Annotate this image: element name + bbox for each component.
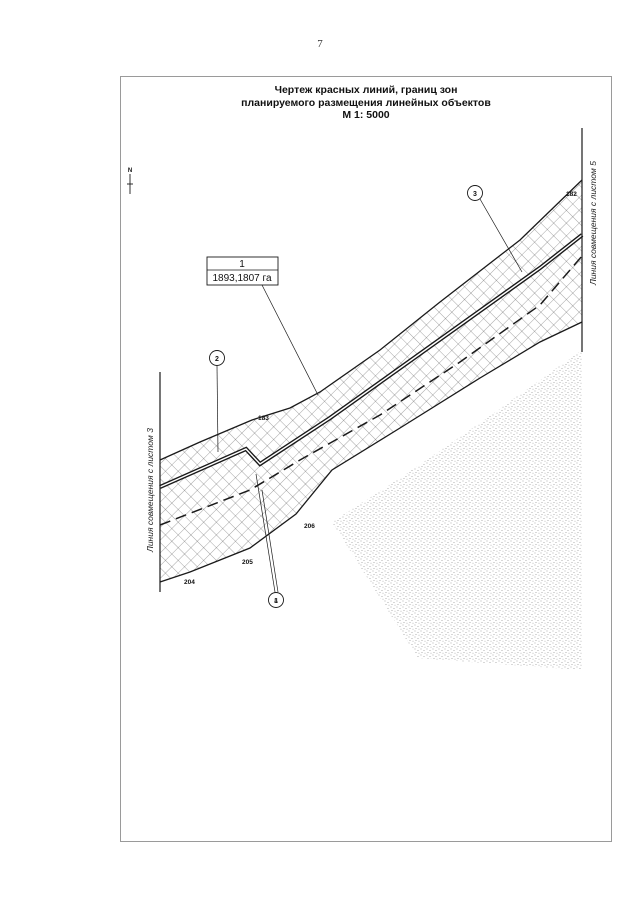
north-arrow-label: N (128, 168, 132, 174)
callout-2: 2 (209, 350, 225, 453)
callout-2-number: 2 (215, 356, 219, 363)
callout-1-4-circle (268, 592, 284, 608)
zone-leader-line (261, 284, 319, 396)
drawing-title: Чертеж красных линий, границ зон планиру… (120, 84, 612, 122)
linear-object-inner (159, 234, 583, 488)
callout-3-leader (479, 198, 523, 273)
zone-upper-boundary (159, 179, 583, 461)
hatched-zone (160, 180, 582, 582)
zone-lower-boundary (159, 321, 583, 583)
stippled-territory (332, 350, 582, 670)
callout-1-leader (255, 473, 276, 593)
zone-label: 1 1893,1807 га (206, 256, 319, 396)
right-match-line-label: Линия совмещения с листом 5 (588, 161, 598, 286)
callout-2-circle (209, 350, 225, 366)
callout-4-leader (261, 489, 279, 593)
zone-area: 1893,1807 га (212, 273, 271, 284)
point-183: 183 (258, 415, 269, 422)
point-182: 182 (566, 191, 577, 198)
callout-4-number: 4 (274, 598, 278, 605)
zone-number: 1 (239, 259, 245, 270)
left-match-line-label: Линия совмещения с листом 3 (145, 428, 155, 553)
title-line-2: планируемого размещения линейных объекто… (241, 96, 491, 109)
point-204: 204 (184, 579, 195, 586)
callout-3-number: 3 (473, 191, 477, 198)
north-arrow: N (127, 168, 133, 194)
title-line-1: Чертеж красных линий, границ зон (274, 84, 458, 96)
title-line-3: М 1: 5000 (342, 109, 390, 121)
callout-3-circle (467, 185, 483, 201)
callout-1-number: 1 (274, 598, 278, 605)
point-205: 205 (242, 559, 253, 566)
zone-label-box (206, 256, 279, 286)
callout-1-4: 1 4 (255, 473, 284, 608)
callout-2-leader (216, 365, 219, 453)
point-206: 206 (304, 523, 315, 530)
page-number: 7 (317, 38, 323, 50)
callout-3: 3 (467, 185, 523, 273)
drawing-frame (120, 76, 612, 842)
dashed-line (159, 255, 583, 526)
